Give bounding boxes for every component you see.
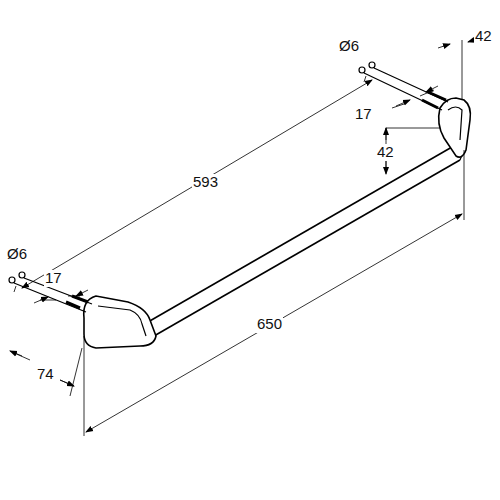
dimension-label: 593 bbox=[192, 174, 219, 191]
dimension-label: 42 bbox=[376, 144, 395, 161]
dimension-label: 650 bbox=[256, 316, 283, 333]
dimension-label: 17 bbox=[354, 106, 373, 123]
dimension-label: Ø6 bbox=[6, 246, 28, 263]
dimension-label: 74 bbox=[36, 366, 55, 383]
dimension-label: Ø6 bbox=[338, 38, 360, 55]
dimension-label: 42 bbox=[474, 28, 493, 45]
dimension-label: 17 bbox=[44, 270, 63, 287]
